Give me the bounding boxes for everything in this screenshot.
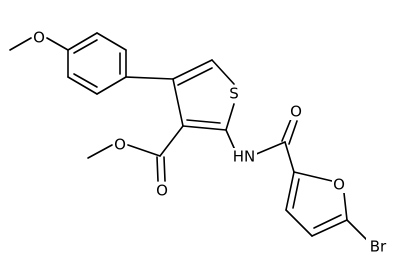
atom-s-thiophene: S (229, 85, 239, 103)
bond-furan-c5-c4 (311, 219, 348, 237)
atom-nh-amide: HN (233, 148, 256, 166)
bonds (9, 32, 368, 241)
bond-furan-c4-c3 (285, 209, 313, 237)
bond-methoxy-ch3 (9, 37, 32, 51)
bond-thiophene-c2-c3-inner (186, 119, 221, 124)
bond-amide-c-o-double-a (281, 118, 292, 142)
atom-o-furan: O (333, 176, 345, 194)
bond-thiophene-c4-c5 (172, 59, 213, 80)
bond-aryl-thiophene (125, 76, 174, 80)
bond-thiophene-c3-c4 (172, 78, 184, 127)
atom-o-ester-carbonyl: O (156, 182, 168, 200)
bond-benzene-inner-1 (73, 73, 98, 88)
bond-ester-c-o-double-b (163, 156, 166, 182)
bond-furan-o-c5 (343, 192, 348, 221)
bond-amide-c-furan (284, 141, 295, 173)
bond-amide-c-o-double-b (288, 120, 298, 145)
bond-ester-c-o-double-a (156, 156, 159, 182)
bond-thiophene-s-c2 (225, 103, 235, 131)
atom-labels: O S O O HN O O Br (32, 29, 390, 256)
bond-ester-o-ch3 (87, 144, 113, 159)
bond-c3-ester-c (159, 125, 184, 157)
bond-c2-n (225, 129, 236, 151)
bond-methoxy-o (46, 37, 69, 51)
bond-n-amide-c (253, 141, 286, 156)
bond-benzene-5 (96, 32, 127, 51)
bond-benzene-2 (67, 76, 98, 95)
atom-o-methoxy: O (33, 29, 45, 47)
bond-benzene-3 (96, 76, 127, 95)
bond-furan-c3-c2 (285, 171, 295, 211)
atom-br: Br (370, 238, 387, 256)
bond-thiophene-c5-s (211, 59, 235, 85)
atom-o-amide: O (290, 103, 302, 121)
bond-furan-c2-o (293, 171, 333, 182)
bond-furan-c5-c4-inner (313, 214, 342, 229)
atom-o-ester-single: O (114, 136, 126, 154)
bond-benzene-inner-3 (73, 39, 98, 54)
bond-thiophene-c4-c5-inner (177, 67, 213, 86)
bond-thiophene-c2-c3 (182, 125, 227, 131)
bond-benzene-6 (67, 32, 98, 51)
bond-ester-c-o-single (127, 144, 161, 157)
bond-furan-br (346, 219, 368, 241)
bond-furan-c3-c2-inner (292, 178, 300, 209)
